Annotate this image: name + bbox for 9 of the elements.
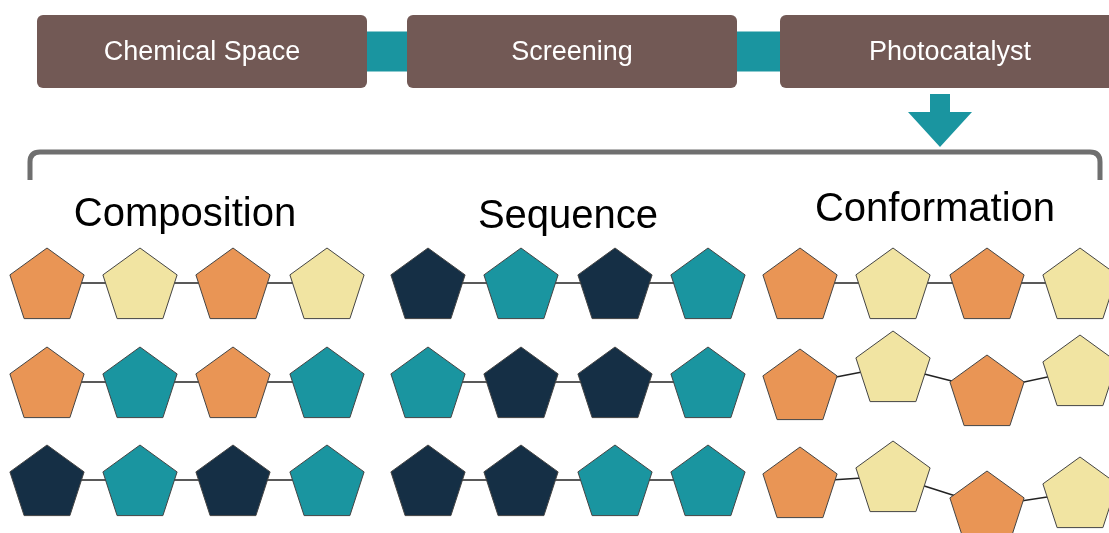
connector (737, 31, 780, 72)
process-box: Screening (407, 15, 737, 88)
connector (367, 31, 407, 72)
process-box: Photocatalyst (780, 15, 1109, 88)
column-heading: Conformation (814, 185, 1056, 230)
arrow (908, 94, 972, 147)
column-heading: Sequence (477, 192, 659, 237)
column-heading: Composition (73, 190, 297, 235)
process-box: Chemical Space (37, 15, 367, 88)
